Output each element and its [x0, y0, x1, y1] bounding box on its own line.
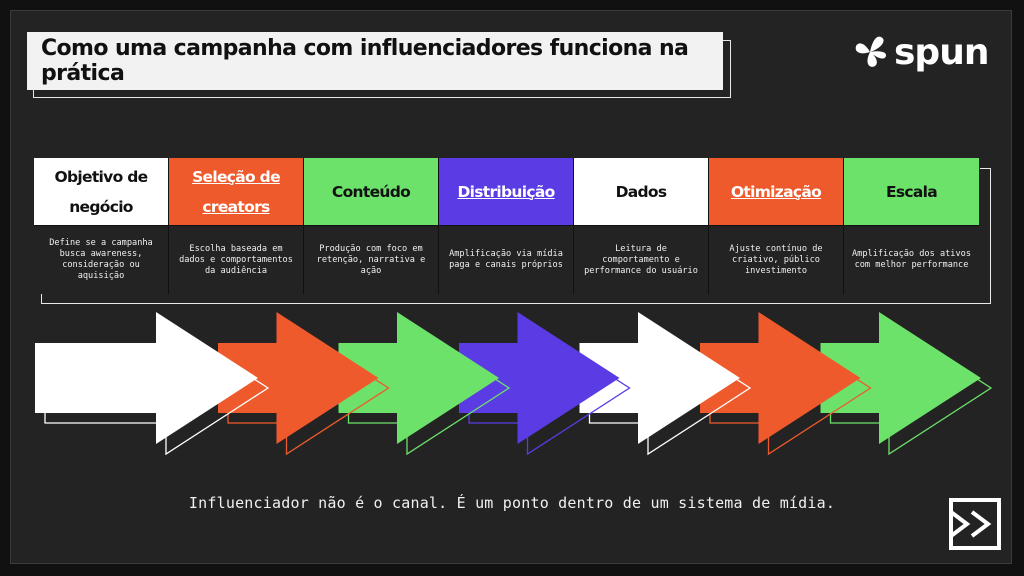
step-arrow [820, 312, 981, 444]
tagline: Influenciador não é o canal. É um ponto … [188, 494, 836, 512]
step-description: Define se a campanha busca awareness, co… [34, 225, 168, 294]
step-arrow [35, 312, 258, 444]
step-description: Amplificação via mídia paga e canais pró… [439, 225, 573, 294]
step-description: Ajuste contínuo de criativo, público inv… [709, 225, 843, 294]
step-arrow [700, 312, 861, 444]
step-description: Leitura de comportamento e performance d… [574, 225, 708, 294]
step-arrow [338, 312, 499, 444]
step-arrow [579, 312, 740, 444]
step-title: Escala [844, 158, 979, 225]
step-title: Distribuição [439, 158, 573, 225]
step-title: Conteúdo [304, 158, 438, 225]
leaf-cluster-icon [855, 36, 887, 67]
step-title: Dados [574, 158, 708, 225]
title-box: Como uma campanha com influenciadores fu… [27, 32, 723, 90]
step-arrow [218, 312, 379, 444]
step-title: Otimização [709, 158, 843, 225]
step-description: Escolha baseada em dados e comportamento… [169, 225, 303, 294]
brand-name: spun [894, 31, 989, 73]
step-description: Amplificação dos ativos com melhor perfo… [844, 225, 979, 294]
step-description: Produção com foco em retenção, narrativa… [304, 225, 438, 294]
brand-logo: spun [852, 30, 989, 74]
step-title: Seleção de creators [169, 158, 303, 225]
page-title: Como uma campanha com influenciadores fu… [41, 36, 689, 86]
arrow-box-icon [949, 498, 1001, 550]
step-title: Objetivo de negócio [34, 158, 168, 225]
step-arrow [459, 312, 620, 444]
